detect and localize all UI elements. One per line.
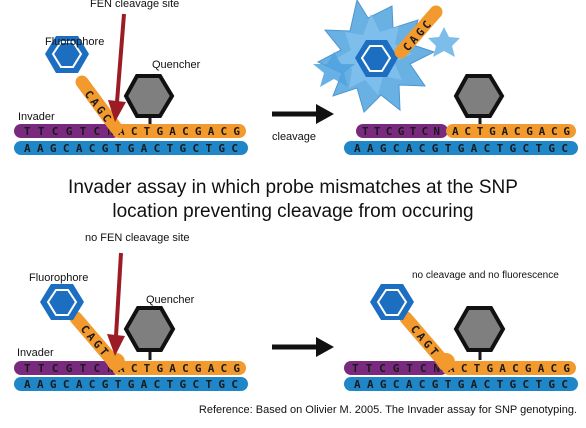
released-flap xyxy=(394,5,443,59)
fen-cleavage-arrow xyxy=(115,13,126,103)
headline-line-1: Invader assay in which probe mismatches … xyxy=(68,177,518,198)
released-fluorophore-icon xyxy=(355,40,398,77)
fluorophore-icon-bottom xyxy=(40,284,84,320)
quencher-label-bottom: Quencher xyxy=(146,294,195,306)
result-label: no cleavage and no fluorescence xyxy=(412,270,559,281)
process-arrow-bottom xyxy=(272,337,334,357)
fen-arrow-bottom xyxy=(107,334,125,356)
probe-flap xyxy=(75,75,123,135)
quencher-icon-bottom-after xyxy=(453,306,506,352)
quencher-label: Quencher xyxy=(152,59,201,71)
cleavage-label: cleavage xyxy=(272,131,316,143)
quencher-icon xyxy=(123,74,175,118)
target-strand xyxy=(14,141,248,155)
quencher-icon-after xyxy=(453,74,505,118)
quencher-icon-bottom xyxy=(123,306,176,352)
reference-text: Reference: Based on Olivier M. 2005. The… xyxy=(198,404,577,416)
target-sequence: AAGCACGTGACTGCTGC xyxy=(24,142,238,155)
no-fen-label: no FEN cleavage site xyxy=(85,232,190,244)
fen-cleavage-label: FEN cleavage site xyxy=(90,0,179,10)
mismatch-bulge xyxy=(107,353,125,371)
headline-line-2: location preventing cleavage from occuri… xyxy=(112,201,474,222)
invader-label-bottom: Invader xyxy=(17,347,54,359)
target-sequence-after: AAGCACGTGACTGCTGC xyxy=(354,142,568,155)
process-arrow xyxy=(272,104,334,124)
bottom-right-complex: AAGCACGTGACTGCTGC TTCGTCN ACTGACGACG CAG… xyxy=(344,284,578,391)
fluorophore-label-bottom: Fluorophore xyxy=(29,272,88,284)
target-sequence-bottom: AAGCACGTGACTGCTGC xyxy=(24,378,238,391)
invader-strand xyxy=(14,124,120,138)
fluorophore-icon-bottom-after xyxy=(370,284,414,320)
fluorophore-label: Fluorophore xyxy=(45,36,104,48)
bottom-left-complex: AAGCACGTGACTGCTGC TTCGTCN ACTGACGACG CAG… xyxy=(14,252,248,391)
target-sequence-bottom-after: AAGCACGTGACTGCTGC xyxy=(354,378,568,391)
top-right-complex: AAGCACGTGACTGCTGC TTCGTCN ACTGACGACG xyxy=(344,74,578,155)
fluorophore-icon xyxy=(45,36,89,73)
probe-strand xyxy=(112,124,246,138)
invader-label: Invader xyxy=(18,111,55,123)
